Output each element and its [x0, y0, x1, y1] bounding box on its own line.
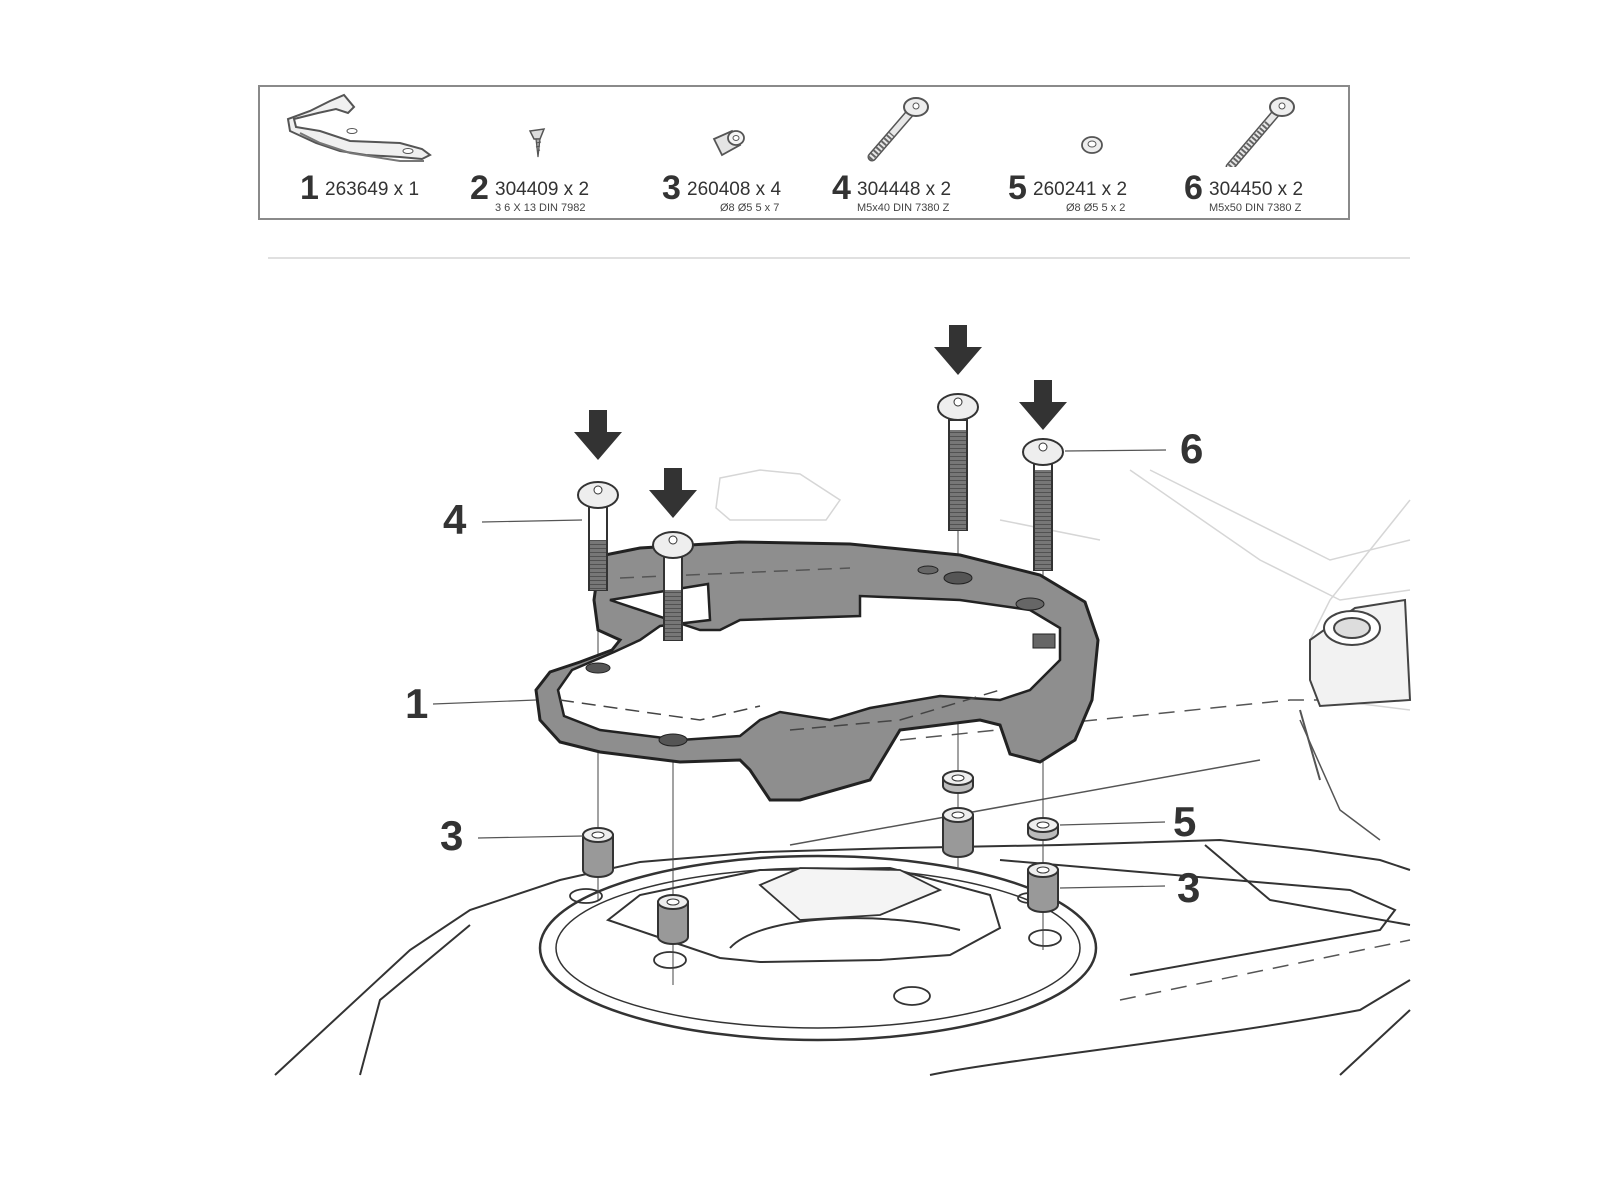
part-spec: M5x50 DIN 7380 Z — [1209, 202, 1302, 214]
part-6: 6 304450 x 2 M5x50 DIN 7380 Z — [1184, 87, 1352, 222]
part-spec: M5x40 DIN 7380 Z — [857, 202, 950, 214]
part-spec: Ø8 Ø5 5 x 7 — [720, 202, 780, 214]
part-spec: Ø8 Ø5 5 x 2 — [1066, 202, 1126, 214]
part-code: 260241 x 2 — [1033, 179, 1128, 200]
part-number: 6 — [1184, 169, 1203, 207]
callout-bolt-right: 6 — [1180, 425, 1204, 472]
bracket-icon — [286, 93, 432, 162]
callout-bracket: 1 — [405, 680, 429, 727]
spacer-right-a — [942, 807, 974, 858]
background-outline — [268, 257, 1411, 711]
bolt-right-a — [937, 393, 979, 531]
washer-right-b — [1027, 817, 1059, 841]
part-code: 263649 x 1 — [325, 179, 420, 200]
part-code: 304448 x 2 — [857, 179, 952, 200]
part-number: 1 — [300, 169, 319, 207]
part-number: 3 — [662, 169, 681, 207]
callout-spacer-left: 3 — [440, 812, 464, 859]
spacer-right-b — [1027, 862, 1059, 913]
part-number: 4 — [832, 169, 851, 207]
part-code: 304450 x 2 — [1209, 179, 1304, 200]
small-screw-icon — [528, 128, 546, 158]
part-number: 2 — [470, 169, 489, 207]
spacer-left-a — [582, 827, 614, 878]
part-5: 5 260241 x 2 Ø8 Ø5 5 x 2 — [1008, 87, 1178, 222]
spacer-left-b — [657, 894, 689, 945]
part-4: 4 304448 x 2 M5x40 DIN 7380 Z — [832, 87, 1002, 222]
part-spec: 3 6 X 13 DIN 7982 — [495, 202, 586, 214]
part-code: 304409 x 2 — [495, 179, 590, 200]
spacer-icon — [712, 129, 745, 157]
callout-spacer-right: 3 — [1177, 864, 1201, 911]
parts-list: 1 263649 x 1 2 304409 x 2 3 6 X 13 DIN 7… — [258, 85, 1350, 220]
bolt-left-b — [652, 531, 694, 641]
washer-right-a — [942, 770, 974, 794]
callout-bolt-left: 4 — [443, 496, 467, 543]
bolt-left-a — [577, 481, 619, 591]
fork-clamp — [1309, 598, 1412, 708]
part-code: 260408 x 4 — [687, 179, 782, 200]
part-number: 5 — [1008, 169, 1027, 207]
part-1: 1 263649 x 1 — [280, 87, 450, 222]
part-2: 2 304409 x 2 3 6 X 13 DIN 7982 — [468, 87, 628, 222]
leader-lines — [432, 449, 1167, 889]
bolt-right-b — [1022, 438, 1064, 571]
bolt-icon — [867, 97, 929, 162]
callout-washer: 5 — [1173, 798, 1197, 845]
arrow-down-icon — [574, 325, 1067, 518]
washer-icon — [1081, 136, 1103, 154]
part-3: 3 260408 x 4 Ø8 Ø5 5 x 7 — [648, 87, 818, 222]
long-bolt-icon — [1225, 97, 1295, 167]
tank-ring-bracket — [534, 540, 1100, 802]
fuel-cap-ring — [538, 854, 1098, 1042]
